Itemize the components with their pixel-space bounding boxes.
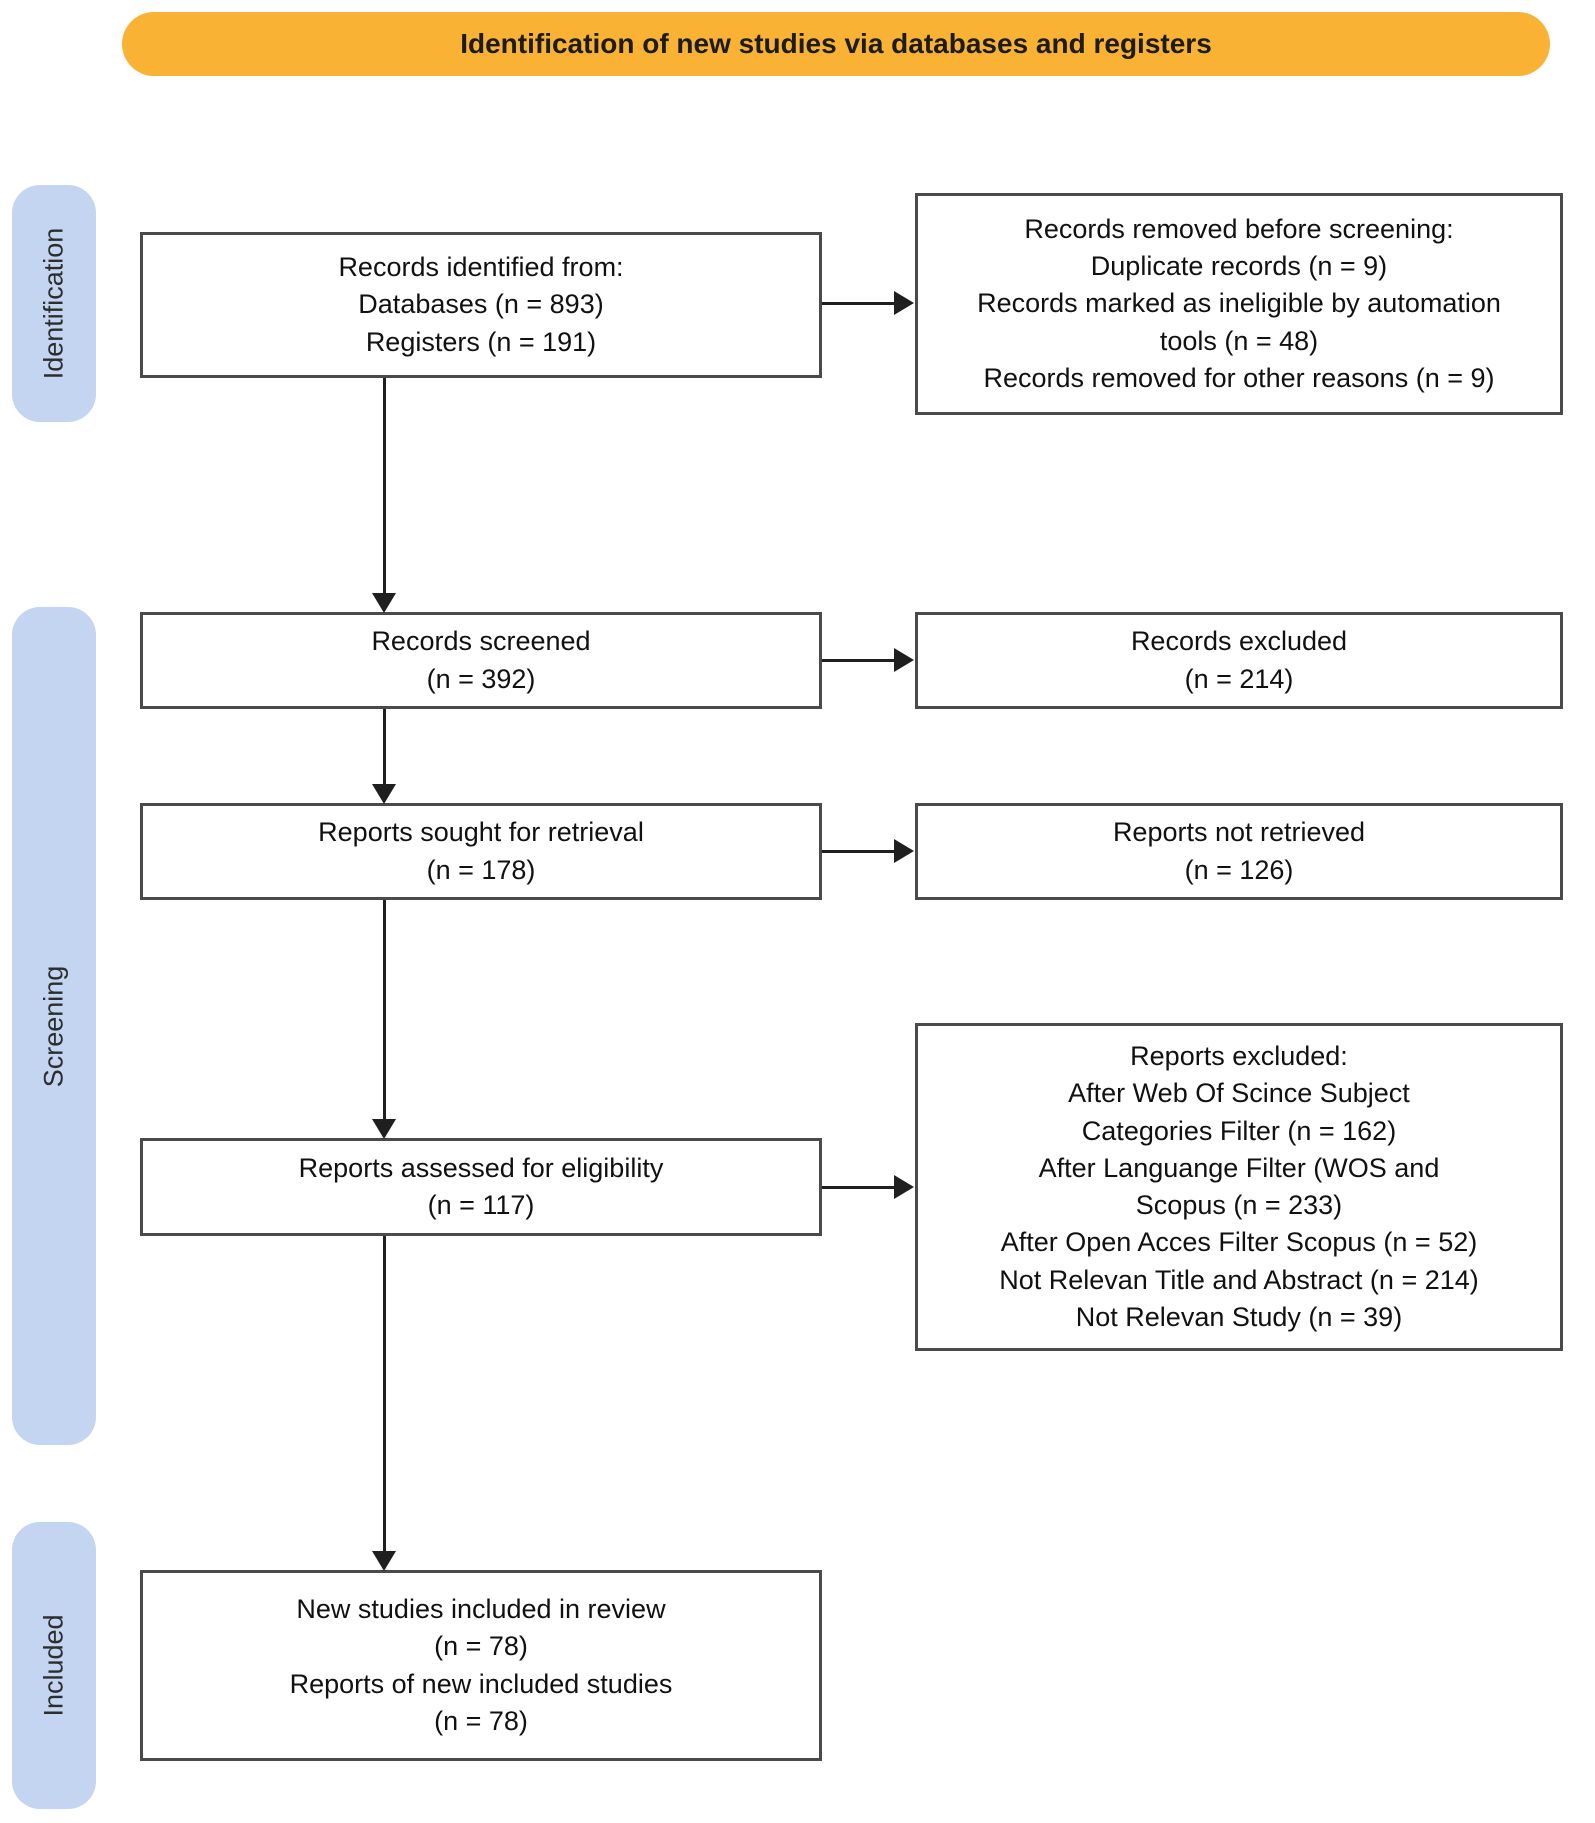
arrow-line-identified-to-removed [822, 302, 896, 305]
flow-box-records-removed-before-screening: Records removed before screening: Duplic… [915, 193, 1563, 415]
flow-box-reports-excluded: Reports excluded: After Web Of Scince Su… [915, 1023, 1563, 1351]
flow-box-records-excluded: Records excluded (n = 214) [915, 612, 1563, 709]
flow-box-reports-sought-for-retrieval: Reports sought for retrieval (n = 178) [140, 803, 822, 900]
arrowhead-right-icon [894, 648, 914, 672]
arrow-line-identified-to-screened [383, 378, 386, 594]
arrow-line-sought-to-not-retrieved [822, 850, 896, 853]
arrowhead-down-icon [372, 1551, 396, 1571]
stage-label-included: Included [38, 1614, 69, 1717]
arrow-line-assessed-to-reports-excluded [822, 1186, 896, 1189]
arrowhead-right-icon [894, 1175, 914, 1199]
flow-box-reports-assessed-for-eligibility: Reports assessed for eligibility (n = 11… [140, 1138, 822, 1236]
arrow-line-sought-to-assessed [383, 900, 386, 1120]
diagram-title-banner: Identification of new studies via databa… [122, 12, 1550, 76]
flow-box-reports-not-retrieved: Reports not retrieved (n = 126) [915, 803, 1563, 900]
arrow-line-screened-to-excluded [822, 659, 896, 662]
flow-box-records-identified: Records identified from: Databases (n = … [140, 232, 822, 378]
arrowhead-down-icon [372, 593, 396, 613]
stage-bar-identification: Identification [12, 185, 96, 422]
arrow-line-screened-to-sought [383, 709, 386, 785]
diagram-title: Identification of new studies via databa… [460, 28, 1212, 59]
flow-box-records-screened: Records screened (n = 392) [140, 612, 822, 709]
arrowhead-down-icon [372, 1119, 396, 1139]
stage-label-identification: Identification [38, 227, 69, 380]
arrow-line-assessed-to-included [383, 1236, 386, 1552]
flow-box-new-studies-included: New studies included in review (n = 78) … [140, 1570, 822, 1761]
stage-bar-screening: Screening [12, 607, 96, 1445]
stage-bar-included: Included [12, 1522, 96, 1809]
arrowhead-down-icon [372, 784, 396, 804]
arrowhead-right-icon [894, 839, 914, 863]
stage-label-screening: Screening [38, 965, 69, 1087]
arrowhead-right-icon [894, 291, 914, 315]
